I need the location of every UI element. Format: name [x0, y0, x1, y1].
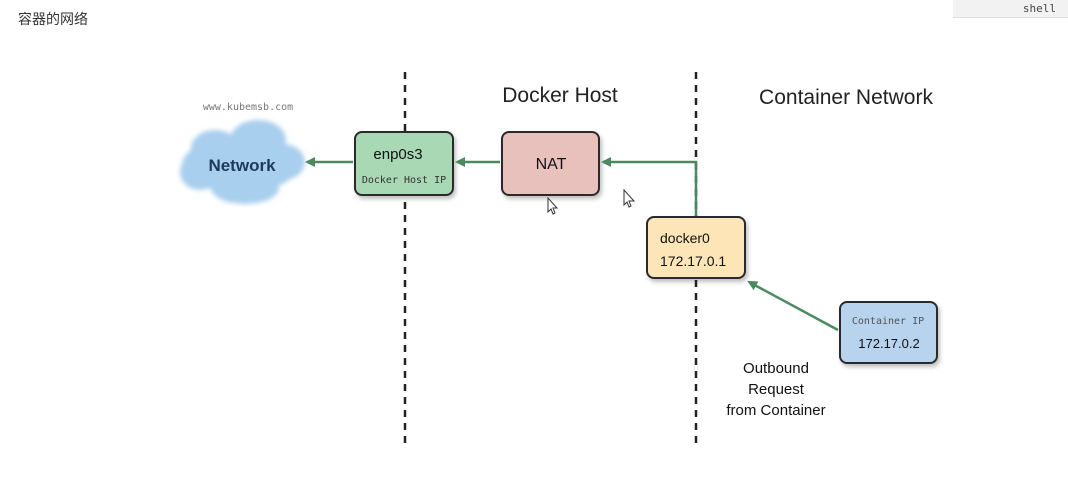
outbound-note-line2: Request: [748, 381, 805, 398]
enp0s3-label: enp0s3: [373, 146, 422, 163]
network-cloud-label: Network: [208, 156, 276, 175]
nat-label: NAT: [536, 156, 567, 173]
mouse-cursor-icon-2: [623, 188, 636, 208]
mouse-cursor-icon: [547, 196, 559, 215]
arrow-docker0-to-nat: [601, 157, 698, 216]
watermark-text: www.kubemsb.com: [203, 102, 293, 113]
docker-host-title: Docker Host: [502, 84, 618, 107]
container-network-title: Container Network: [759, 86, 933, 109]
docker0-box: [646, 216, 746, 279]
network-cloud-icon: [180, 120, 305, 204]
page-title: 容器的网络: [18, 12, 88, 28]
docker0-label: docker0: [660, 230, 710, 246]
outbound-note-line1: Outbound: [743, 360, 809, 377]
container-ip-value: 172.17.0.2: [858, 336, 919, 351]
container-ip-title: Container IP: [852, 316, 924, 327]
code-language-label: shell: [953, 0, 1068, 18]
enp0s3-sublabel: Docker Host IP: [362, 175, 446, 186]
docker0-ip: 172.17.0.1: [660, 253, 726, 269]
enp0s3-box: [354, 131, 454, 196]
nat-box: [501, 131, 600, 196]
arrow-container-to-docker0: [747, 280, 839, 332]
container-ip-box: [839, 301, 938, 364]
outbound-note-line3: from Container: [726, 402, 825, 419]
